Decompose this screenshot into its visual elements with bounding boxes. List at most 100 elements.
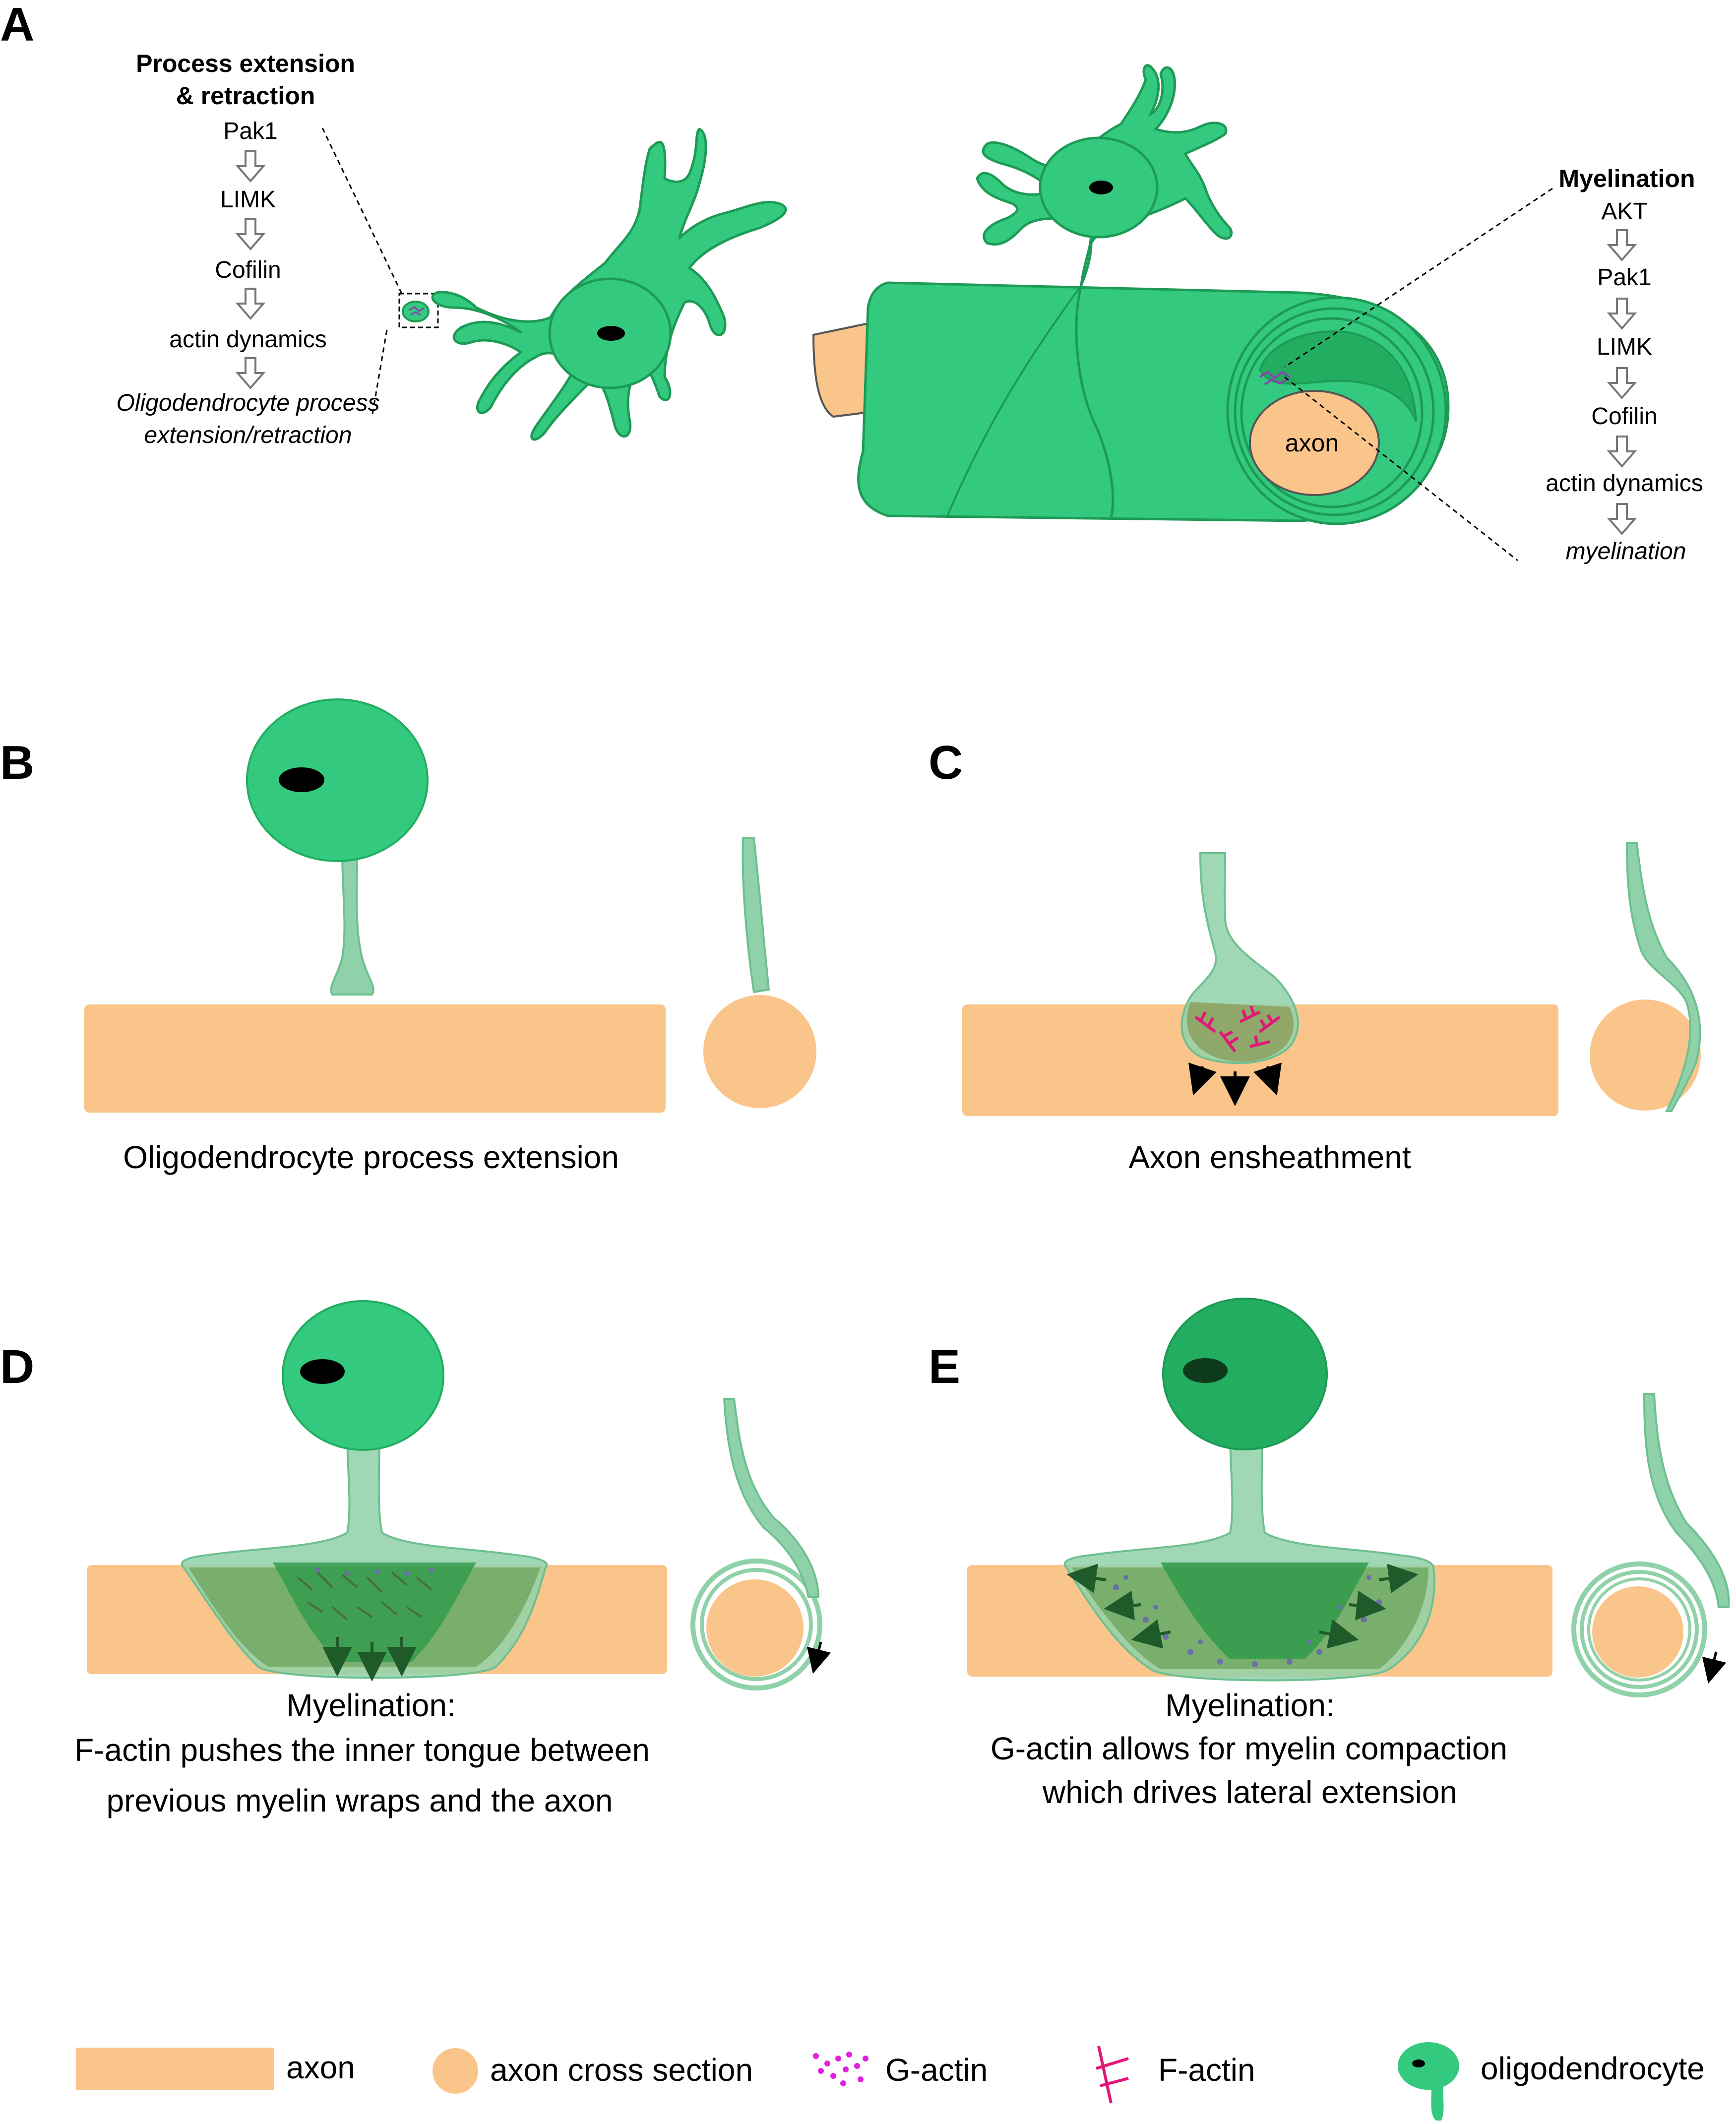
d-cross-process [723,1398,820,1598]
axon-label: axon [1285,429,1339,457]
legend-oligodendrocyte-label: oligodendrocyte [1481,2051,1705,2086]
e-lateral-arrows [1066,1563,1419,1649]
legend-oligodendrocyte-swatch [1398,2042,1459,2121]
e-cross-ring-inner [1587,1577,1691,1682]
zoom-line-right-bottom [1284,376,1518,562]
c-axon-cross-section [1590,1000,1701,1111]
d-cross-arrow [806,1641,831,1674]
legend-cross-section-label: axon cross section [490,2052,753,2088]
panel-b: B Oligodendrocyte process extension [0,698,816,1175]
legend: axon axon cross section G-actin F-actin … [76,2042,1705,2121]
d-g-actin [315,1567,434,1576]
e-caption-1: Myelination: [1165,1687,1335,1723]
left-pathway-heading-1: Process extension [136,50,355,77]
b-cell-body [246,698,429,862]
d-f-actin [297,1571,433,1621]
c-caption: Axon ensheathment [1128,1139,1411,1175]
myelinated-axon: axon [812,281,1450,525]
e-inner-tongue [1161,1562,1369,1659]
right-arrow-2 [1608,298,1636,329]
oligodendrocyte-wrapping [976,64,1233,286]
b-process [330,852,374,996]
right-step-akt: AKT [1601,198,1647,225]
oligodendrocyte-free [402,127,787,441]
d-cross-ring-inner [700,1568,813,1681]
free-cell-nucleus [597,326,625,341]
e-caption-2: G-actin allows for myelin compaction [991,1731,1507,1766]
d-inner-tongue [273,1562,476,1662]
d-push-arrows [322,1637,417,1682]
b-caption: Oligodendrocyte process extension [123,1139,619,1175]
zoom-line-right-top [1284,187,1553,368]
axon-cross-end [1249,390,1380,496]
e-axon-cross-section [1592,1586,1683,1678]
right-arrow-4 [1608,436,1636,467]
b-cross-process [742,837,770,994]
left-arrow-4 [237,357,264,389]
inner-tongue [1258,330,1417,422]
right-step-cofilin: Cofilin [1591,403,1657,430]
axon-stub [812,321,874,418]
d-nucleus [300,1359,345,1384]
legend-f-actin-swatch [1096,2046,1129,2104]
legend-axon-swatch [76,2048,274,2090]
left-step-actin: actin dynamics [169,326,326,353]
right-pathway-heading: Myelination [1558,165,1695,192]
right-pathway: Myelination AKT Pak1 LIMK Cofilin actin … [1546,165,1703,564]
panel-c: C Axon ensheathment [929,736,1701,1175]
zoom-line-left-bottom [371,329,388,417]
right-outcome: myelination [1566,538,1686,564]
inner-tongue-actin [1259,371,1291,385]
left-arrow-3 [237,288,264,319]
left-pathway: Process extension & retraction Pak1 LIMK… [117,50,380,448]
panel-d: D Myelination: F-actin pushes the inner … [0,1300,831,1818]
panel-a-letter: A [0,0,34,51]
right-arrow-1 [1608,229,1636,261]
right-step-actin: actin dynamics [1546,470,1703,497]
d-caption-1: Myelination: [286,1687,456,1723]
right-arrow-3 [1608,367,1636,399]
legend-g-actin-swatch [813,2052,868,2086]
process-tip-actin [409,306,425,316]
b-axon-cross-section [703,995,816,1108]
zoom-box [398,293,439,328]
panel-b-letter: B [0,736,34,789]
left-pathway-heading-2: & retraction [176,82,315,110]
spiral-line-2 [946,284,1082,516]
b-nucleus [279,767,324,792]
left-step-cofilin: Cofilin [215,257,281,283]
panel-e: E Myelination: G-actin allows [929,1298,1730,1810]
e-cross-ring-middle [1580,1570,1699,1689]
left-step-limk: LIMK [220,187,276,213]
c-ensheath-tip [1186,1002,1294,1062]
c-cross-process [1625,842,1701,1112]
zoom-line-left-top [321,127,403,294]
spiral-line-1 [1075,285,1115,519]
e-nucleus [1183,1358,1228,1383]
b-axon [84,1004,666,1113]
e-cross-ring-outer [1571,1562,1707,1697]
left-arrow-1 [237,150,264,182]
legend-cross-section-swatch [433,2048,478,2094]
left-arrow-2 [237,218,264,250]
e-cross-arrow [1702,1651,1727,1684]
right-arrow-5 [1608,503,1636,535]
d-axon-cross-section [706,1579,804,1677]
legend-g-actin-label: G-actin [885,2052,988,2088]
d-cross-ring-outer [690,1559,822,1690]
panel-e-letter: E [929,1340,960,1393]
right-step-pak1: Pak1 [1597,264,1651,291]
e-caption-3: which drives lateral extension [1042,1774,1457,1810]
e-cell-body [1162,1298,1328,1450]
left-outcome-2: extension/retraction [144,422,352,448]
left-step-pak1: Pak1 [223,118,277,144]
panel-a: A Process extension & retraction Pak1 LI… [0,0,1703,564]
panel-c-letter: C [929,736,963,789]
wrapping-cell-nucleus [1089,181,1113,194]
legend-f-actin-label: F-actin [1158,2052,1255,2088]
c-push-arrows [1188,1062,1282,1106]
right-step-limk: LIMK [1597,334,1652,360]
d-caption-2: F-actin pushes the inner tongue between [74,1732,650,1768]
panel-d-letter: D [0,1340,34,1393]
